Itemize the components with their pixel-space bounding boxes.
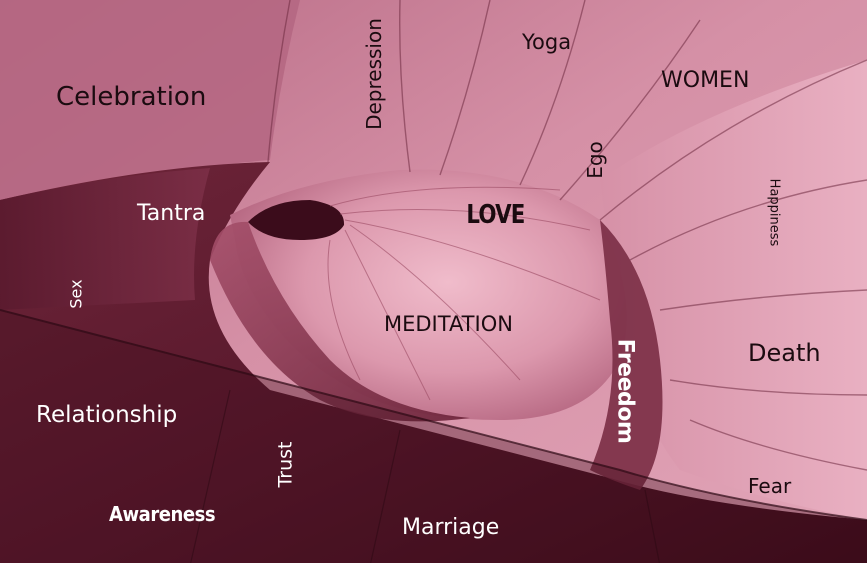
- word-freedom: Freedom: [612, 338, 638, 444]
- word-trust: Trust: [274, 441, 297, 488]
- word-tantra: Tantra: [137, 201, 206, 226]
- word-marriage: Marriage: [402, 515, 500, 540]
- word-ego: Ego: [582, 141, 607, 179]
- word-meditation: MEDITATION: [384, 312, 513, 336]
- word-celebration: Celebration: [56, 82, 207, 112]
- word-depression: Depression: [361, 18, 386, 130]
- word-yoga: Yoga: [522, 30, 572, 54]
- word-awareness: Awareness: [109, 502, 216, 526]
- word-love: LOVE: [466, 200, 525, 230]
- word-death: Death: [748, 339, 821, 367]
- word-happiness: Happiness: [766, 178, 782, 247]
- word-fear: Fear: [748, 474, 792, 498]
- word-women: WOMEN: [661, 68, 750, 93]
- word-relationship: Relationship: [36, 402, 178, 428]
- word-sex: Sex: [66, 279, 86, 309]
